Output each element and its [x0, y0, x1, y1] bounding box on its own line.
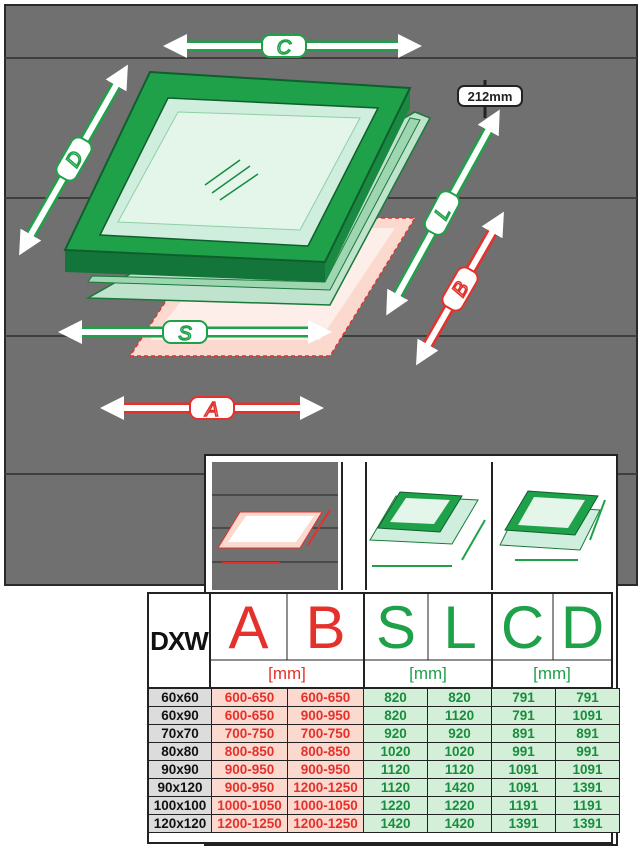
- cell-size: 90x120: [148, 778, 212, 797]
- cell-a: 900-950: [211, 778, 288, 797]
- label-s-badge: S: [162, 320, 208, 346]
- cell-l: 1220: [427, 796, 492, 815]
- cell-b: 700-750: [287, 724, 364, 743]
- cell-l: 1420: [427, 814, 492, 833]
- cell-s: 1120: [363, 760, 428, 779]
- header-col-c: C: [500, 594, 545, 661]
- header-col-b: B: [305, 594, 346, 661]
- label-c-badge: C: [261, 34, 307, 60]
- cell-s: 820: [363, 688, 428, 707]
- label-d-badge: D: [55, 136, 93, 182]
- cell-c: 1391: [491, 814, 556, 833]
- cell-size: 120x120: [148, 814, 212, 833]
- label-s: S: [178, 323, 192, 345]
- cell-size: 90x90: [148, 760, 212, 779]
- unit-sl: [mm]: [409, 664, 447, 683]
- cell-a: 600-650: [211, 688, 288, 707]
- header-col-a: A: [228, 594, 269, 661]
- label-b-badge: B: [441, 266, 479, 312]
- cell-s: 1020: [363, 742, 428, 761]
- cell-s: 1120: [363, 778, 428, 797]
- cell-d: 1391: [555, 778, 620, 797]
- cell-size: 60x60: [148, 688, 212, 707]
- cell-c: 791: [491, 688, 556, 707]
- cell-c: 1191: [491, 796, 556, 815]
- label-c: C: [277, 37, 292, 59]
- cell-l: 820: [427, 688, 492, 707]
- header-col-s: S: [375, 594, 417, 661]
- cell-size: 100x100: [148, 796, 212, 815]
- cell-b: 600-650: [287, 688, 364, 707]
- cell-c: 1091: [491, 778, 556, 797]
- cell-s: 920: [363, 724, 428, 743]
- unit-ab: [mm]: [268, 664, 306, 683]
- cell-d: 1091: [555, 706, 620, 725]
- header-dxw-label: DXW: [150, 625, 209, 656]
- cell-c: 791: [491, 706, 556, 725]
- label-height: 212mm: [468, 89, 513, 104]
- label-l-badge: L: [423, 190, 461, 236]
- cell-b: 1200-1250: [287, 778, 364, 797]
- cell-size: 60x90: [148, 706, 212, 725]
- header-dxw: DXW: [148, 596, 210, 686]
- cell-a: 600-650: [211, 706, 288, 725]
- cell-b: 900-950: [287, 760, 364, 779]
- cell-d: 891: [555, 724, 620, 743]
- header-col-d: D: [560, 594, 605, 661]
- cell-b: 900-950: [287, 706, 364, 725]
- cell-b: 800-850: [287, 742, 364, 761]
- cell-a: 900-950: [211, 760, 288, 779]
- cell-l: 1420: [427, 778, 492, 797]
- cell-b: 1000-1050: [287, 796, 364, 815]
- cell-l: 1120: [427, 760, 492, 779]
- cell-c: 991: [491, 742, 556, 761]
- cell-a: 700-750: [211, 724, 288, 743]
- cell-s: 820: [363, 706, 428, 725]
- cell-a: 1200-1250: [211, 814, 288, 833]
- cell-d: 991: [555, 742, 620, 761]
- skylight-frame: [63, 70, 412, 282]
- cell-l: 1020: [427, 742, 492, 761]
- unit-cd: [mm]: [533, 664, 571, 683]
- height-badge: 212mm: [457, 85, 523, 107]
- cell-a: 800-850: [211, 742, 288, 761]
- cell-l: 1120: [427, 706, 492, 725]
- cell-a: 1000-1050: [211, 796, 288, 815]
- cell-d: 1391: [555, 814, 620, 833]
- cell-b: 1200-1250: [287, 814, 364, 833]
- cell-c: 891: [491, 724, 556, 743]
- cell-s: 1420: [363, 814, 428, 833]
- cell-s: 1220: [363, 796, 428, 815]
- cell-c: 1091: [491, 760, 556, 779]
- cell-l: 920: [427, 724, 492, 743]
- label-a: A: [204, 399, 218, 421]
- cell-d: 1191: [555, 796, 620, 815]
- cell-d: 1091: [555, 760, 620, 779]
- cell-d: 791: [555, 688, 620, 707]
- label-a-badge: A: [189, 396, 235, 422]
- cell-size: 80x80: [148, 742, 212, 761]
- header-col-l: L: [443, 594, 477, 661]
- cell-size: 70x70: [148, 724, 212, 743]
